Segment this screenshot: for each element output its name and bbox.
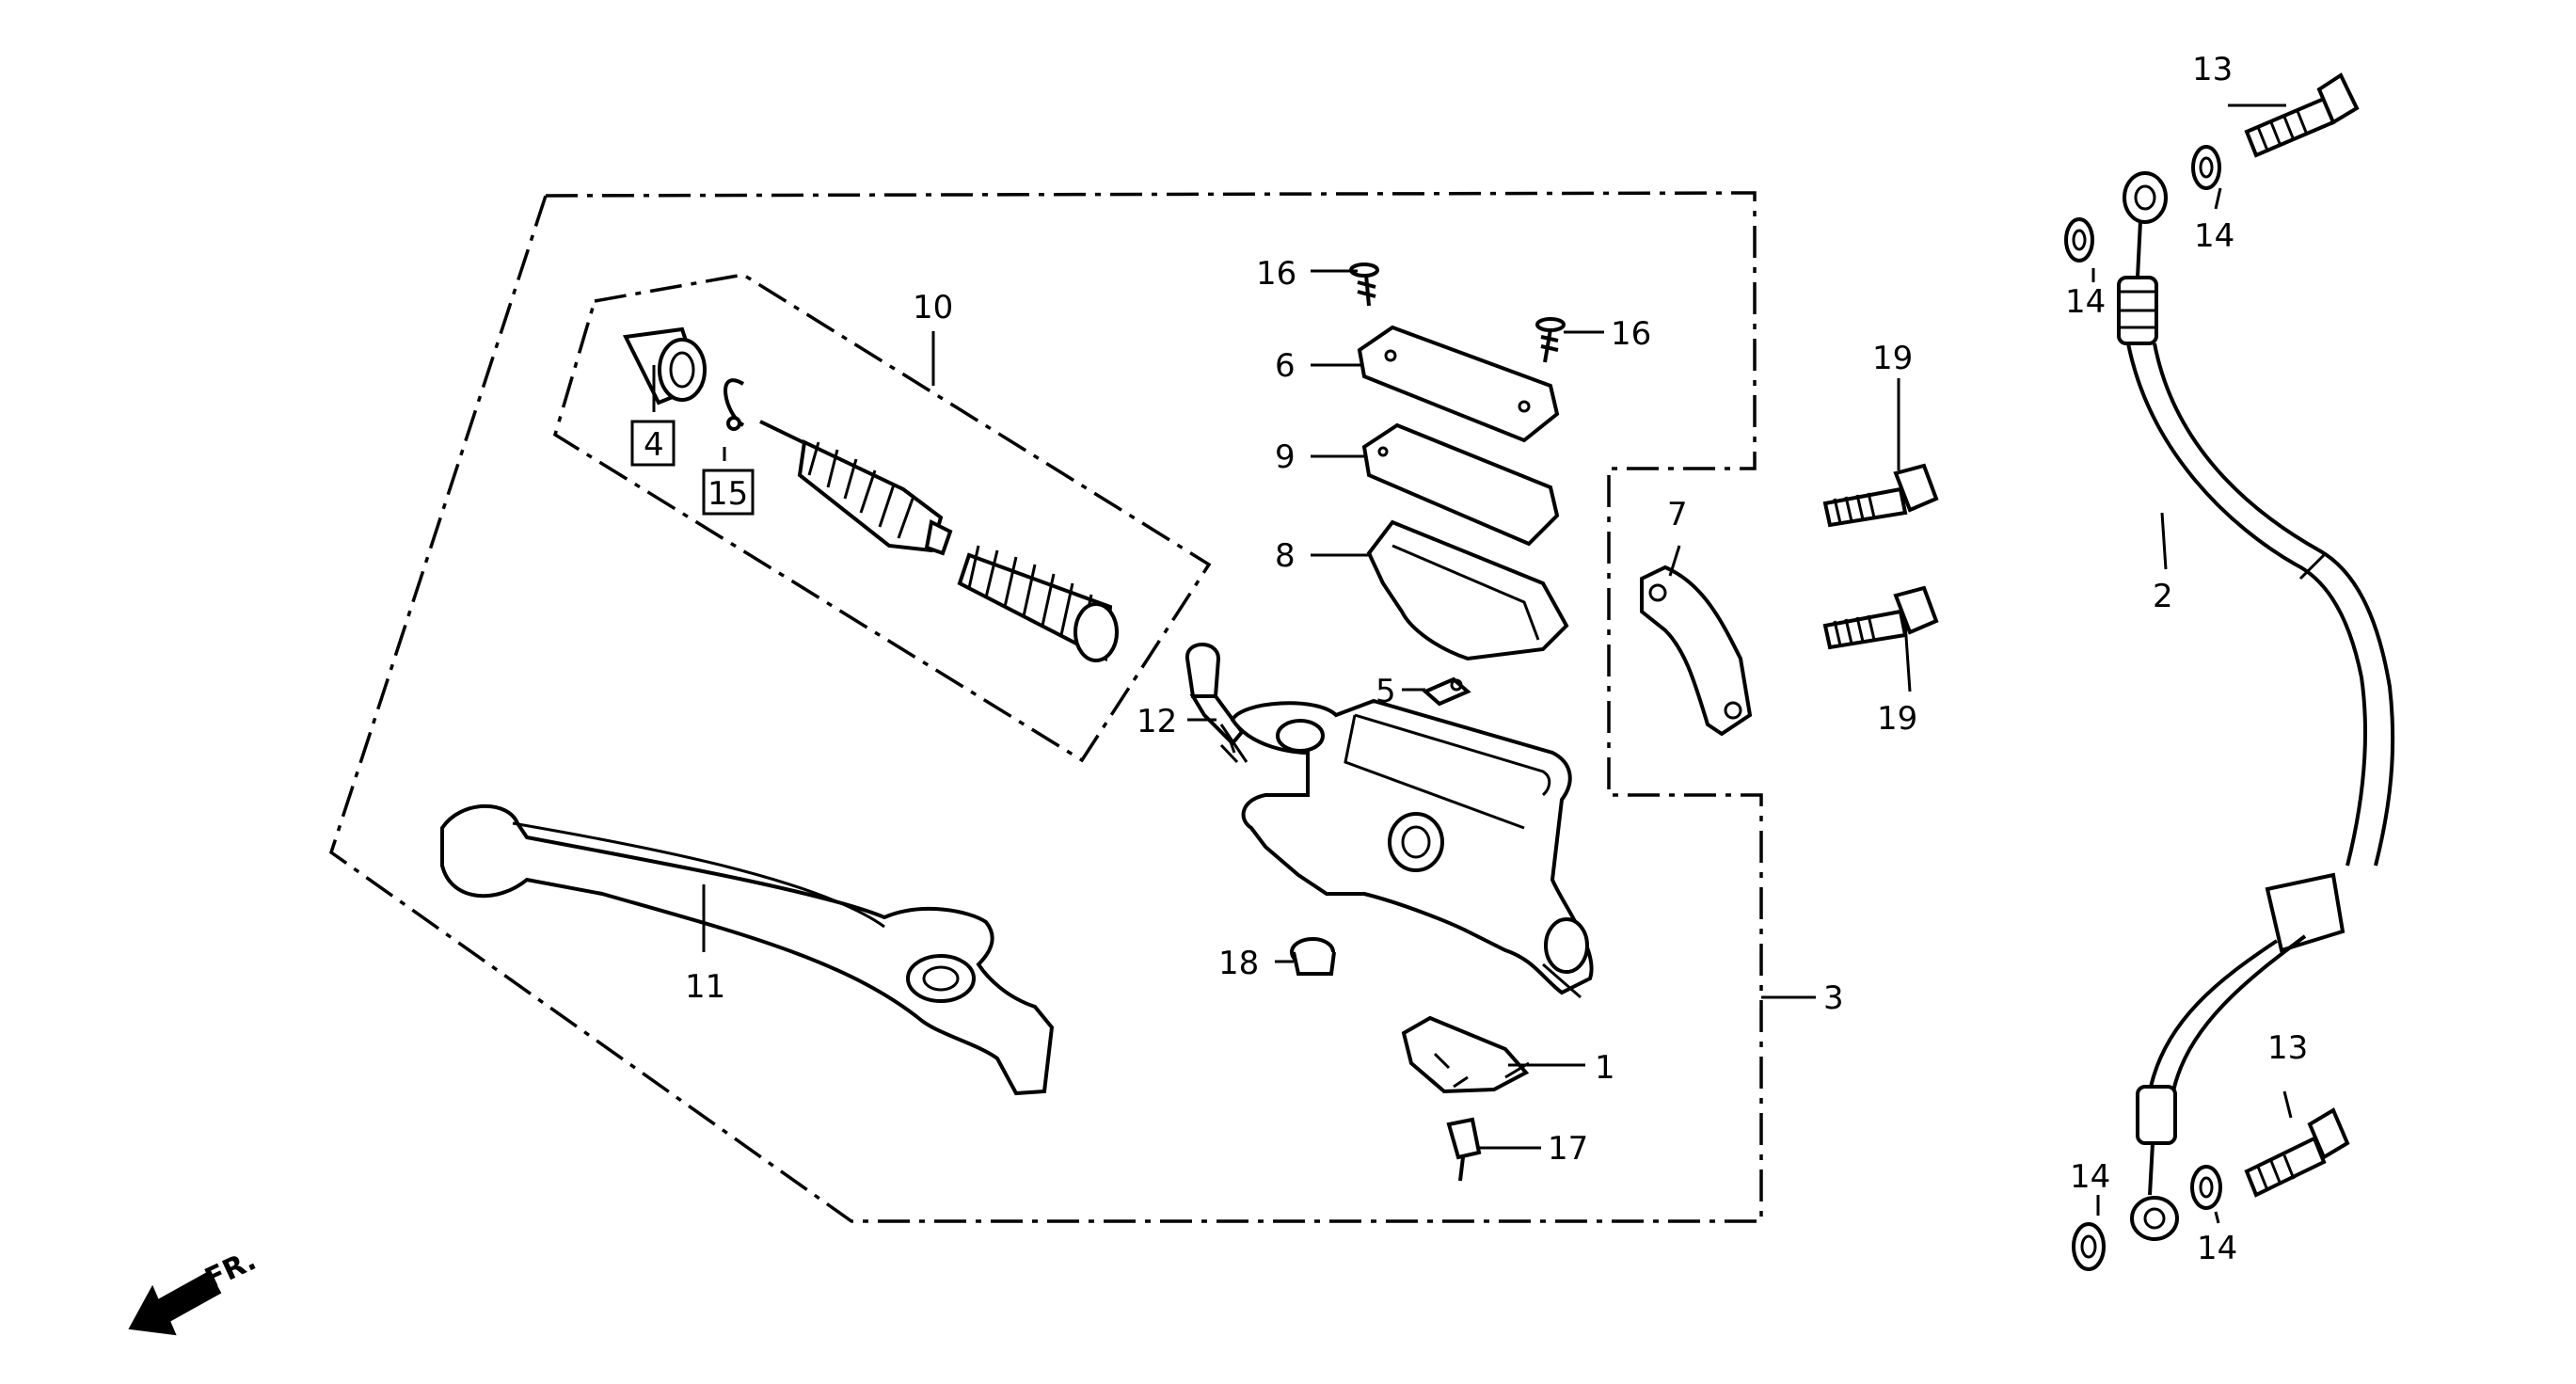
holder-clamp-7 [1640, 565, 1753, 737]
pivot-bolt-12 [1185, 643, 1248, 764]
washer-14-a [2064, 217, 2094, 262]
callout-18: 18 [1218, 945, 1259, 982]
callout-1: 1 [1595, 1049, 1615, 1087]
piston-kit-boundary-10 [552, 273, 1212, 763]
brake-lever-11 [440, 803, 1055, 1096]
callout-19-top: 19 [1872, 340, 1913, 377]
bolt-19-bottom [1822, 585, 1939, 650]
leader-lines [652, 103, 2293, 1224]
master-cylinder-body [1230, 698, 1594, 999]
set-plate-9 [1361, 422, 1560, 547]
reservoir-cap-6 [1357, 325, 1560, 443]
callout-14-c: 14 [2070, 1158, 2110, 1196]
callout-14-d: 14 [2197, 1230, 2237, 1267]
callout-17: 17 [1548, 1130, 1588, 1168]
plug-18 [1290, 937, 1336, 976]
spring [957, 545, 1119, 662]
diaphragm-8 [1366, 519, 1569, 661]
callout-19-bottom: 19 [1877, 700, 1917, 738]
washer-14-d [2190, 1165, 2222, 1210]
callout-4-box [630, 420, 676, 467]
callout-7: 7 [1667, 496, 1688, 533]
callout-15: 15 [708, 475, 748, 513]
callout-12: 12 [1137, 703, 1177, 740]
washer-14-b [2191, 145, 2221, 190]
callout-5: 5 [1375, 673, 1396, 710]
brake-hose-2 [2117, 171, 2395, 1241]
callout-3: 3 [1823, 979, 1844, 1017]
piston-boot-4 [622, 326, 707, 406]
callout-14-a: 14 [2065, 283, 2106, 321]
callout-14-b: 14 [2194, 217, 2234, 255]
callout-9: 9 [1275, 438, 1296, 476]
front-direction-arrow-icon [128, 1270, 222, 1336]
oil-bolt-13-bottom [2244, 1107, 2350, 1198]
brake-light-switch-1 [1401, 1015, 1530, 1094]
screw-16-right [1535, 317, 1566, 363]
callout-15-box [702, 469, 755, 516]
circlip-15 [724, 378, 745, 431]
washer-14-c [2072, 1222, 2106, 1271]
callout-16-right: 16 [1611, 315, 1651, 353]
callout-13-bottom: 13 [2267, 1029, 2308, 1067]
bolt-19-top [1822, 463, 1939, 528]
callout-2: 2 [2153, 578, 2173, 615]
assembly-boundary-3 [328, 191, 1763, 1223]
callout-11: 11 [685, 968, 725, 1006]
callout-6: 6 [1275, 347, 1296, 385]
piston-assembly [759, 420, 953, 556]
callout-10: 10 [913, 289, 953, 326]
callout-4: 4 [644, 426, 664, 464]
oil-bolt-13-top [2244, 72, 2360, 158]
callout-16-left: 16 [1256, 255, 1296, 293]
screw-17 [1446, 1117, 1482, 1182]
screw-16-left [1349, 262, 1379, 307]
callout-13-top: 13 [2192, 51, 2233, 88]
callout-8: 8 [1275, 537, 1296, 575]
plate-5 [1422, 676, 1471, 707]
